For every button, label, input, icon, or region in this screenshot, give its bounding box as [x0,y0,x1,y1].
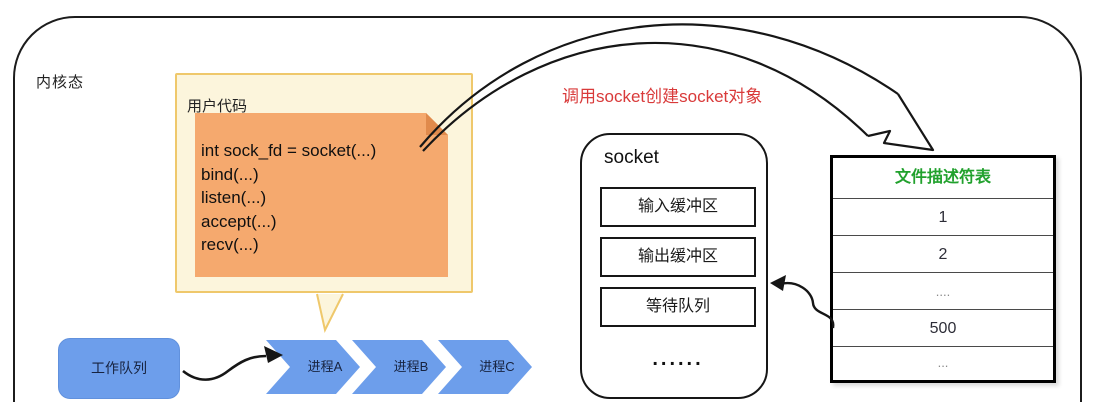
code-line: recv(...) [201,235,259,254]
input-buffer-box: 输入缓冲区 [600,187,756,227]
socket-object-title: socket [604,147,659,168]
code-line: accept(...) [201,211,277,231]
fd-table-row: 1 [833,198,1053,235]
code-snippet-text: int sock_fd = socket(...) bind(...) list… [201,139,376,257]
socket-ellipsis: ...... [652,348,704,370]
fd-table-row: .... [833,272,1053,309]
fd-table-row: 2 [833,235,1053,272]
fd-table-header: 文件描述符表 [894,169,991,186]
socket-call-annotation: 调用socket创建socket对象 [562,87,763,106]
fd-table-row: 500 [833,309,1053,346]
code-line: listen(...) [201,188,267,207]
kernel-boundary-box [13,16,1082,402]
code-snippet-box [195,113,448,277]
work-queue-box: 工作队列 [58,338,180,399]
fd-table-row: ... [833,346,1053,380]
kernel-mode-label: 内核态 [36,74,85,91]
wait-queue-box: 等待队列 [600,287,756,327]
code-line: int sock_fd = socket(...) [201,141,377,160]
user-code-title: 用户代码 [187,98,248,115]
output-buffer-box: 输出缓冲区 [600,237,756,277]
code-line: bind(...) [201,164,259,184]
fd-table: 文件描述符表 1 2 .... 500 ... [830,155,1056,383]
